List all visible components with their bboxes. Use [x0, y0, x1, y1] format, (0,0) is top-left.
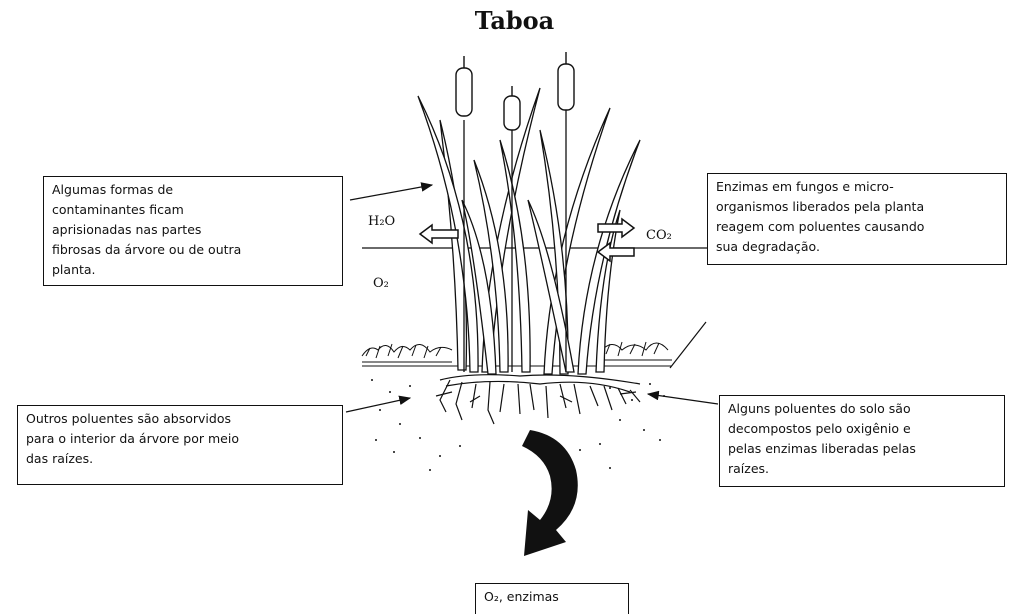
roots [436, 375, 640, 424]
o2-label: O₂ [373, 276, 389, 291]
pointer-top-left [350, 185, 432, 200]
callout-bottom-left: Outros poluentes são absorvidos para o i… [17, 405, 343, 485]
pointer-bottom-left [346, 398, 410, 412]
soil-surface [362, 342, 672, 366]
callout-bottom-right: Alguns poluentes do solo são decompostos… [719, 395, 1005, 487]
h2o-label: H₂O [368, 214, 395, 229]
cattail-heads [456, 52, 574, 130]
pointer-bottom-right [648, 394, 718, 404]
pointer-soil [670, 322, 706, 368]
callout-top-left: Algumas formas de contaminantes ficam ap… [43, 176, 343, 286]
callout-bottom-center: O₂, enzimas [475, 583, 629, 614]
callout-top-right: Enzimas em fungos e micro- organismos li… [707, 173, 1007, 265]
co2-label: CO₂ [646, 228, 672, 243]
downward-curved-arrow-icon [522, 430, 578, 556]
